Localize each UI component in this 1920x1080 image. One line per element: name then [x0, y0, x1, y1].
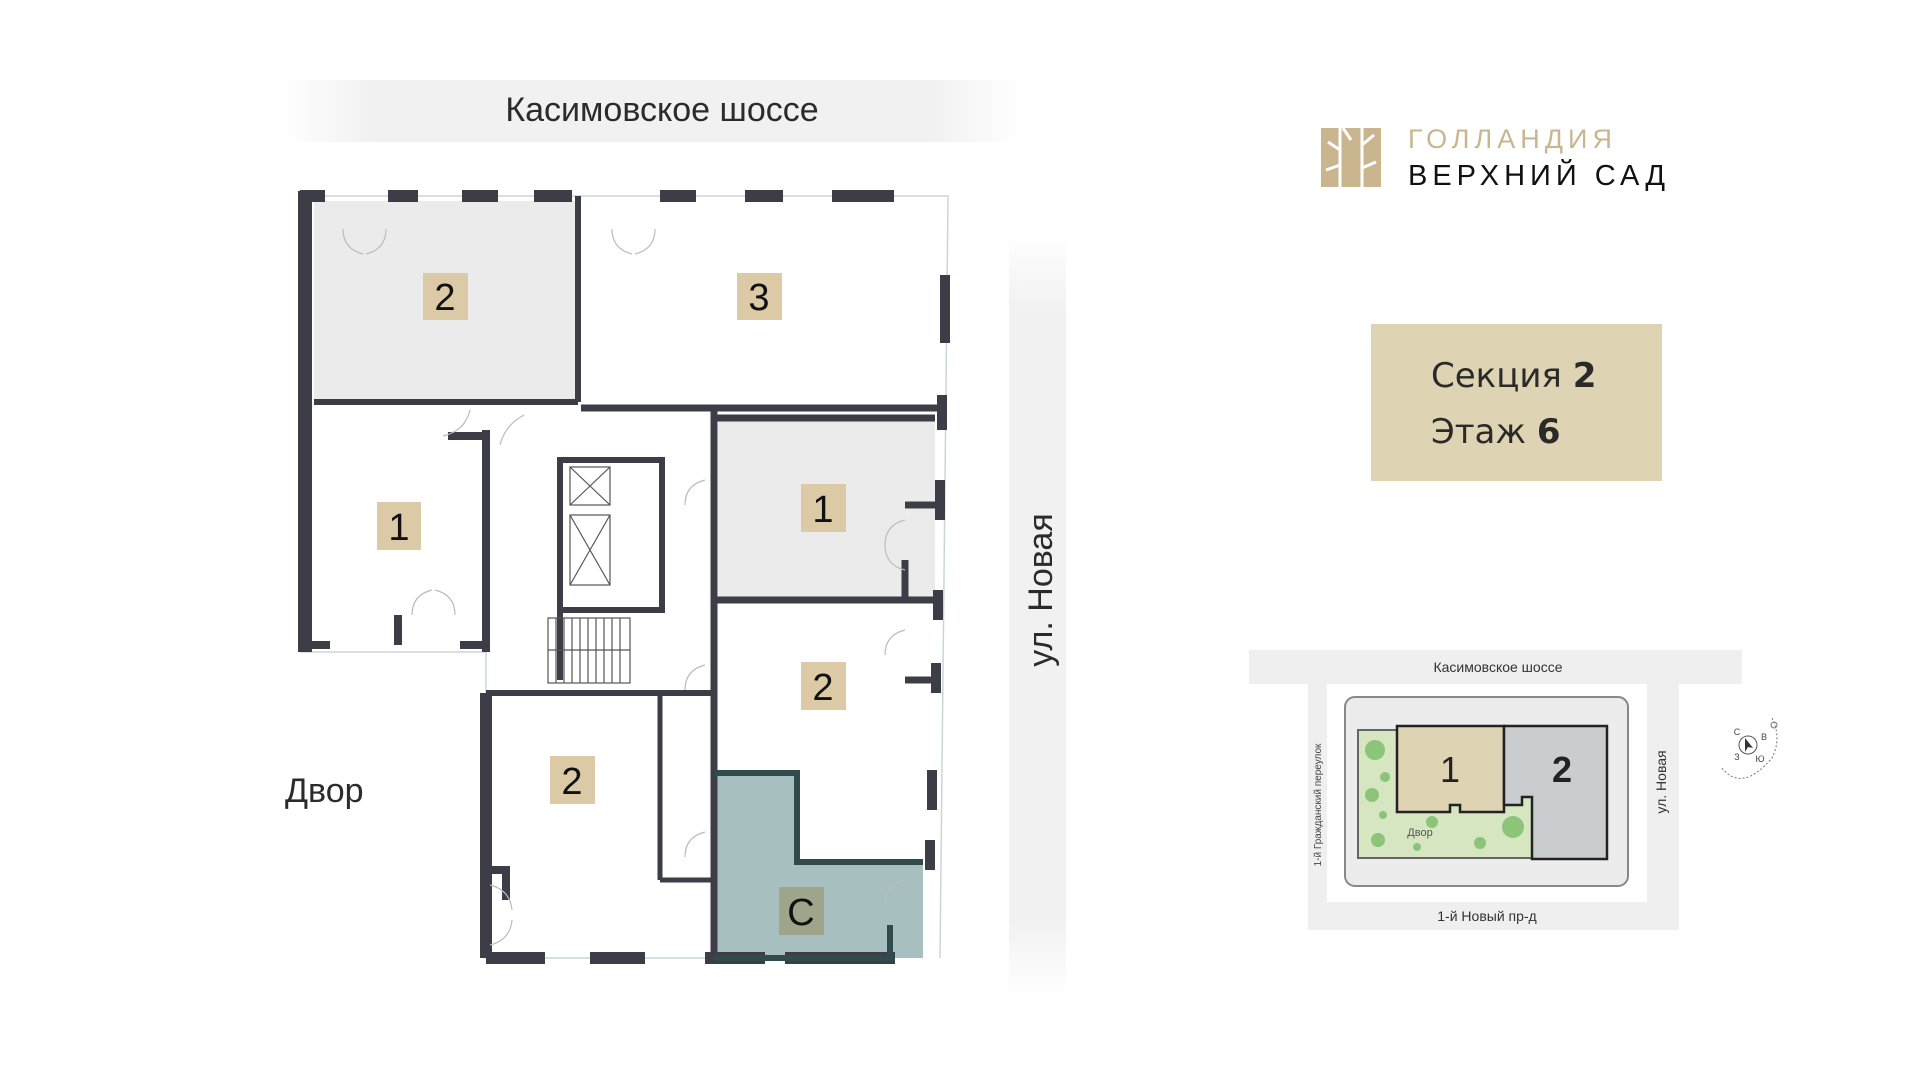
svg-text:1-й Новый пр-д: 1-й Новый пр-д	[1437, 908, 1536, 924]
stairs-icon	[547, 617, 631, 684]
room-label-1-right[interactable]: 1	[801, 484, 846, 532]
svg-text:2: 2	[1552, 749, 1572, 790]
minimap-section-2	[1502, 724, 1609, 861]
svg-text:1: 1	[812, 489, 833, 531]
room-label-2-bottom[interactable]: 2	[550, 756, 595, 804]
logo-line1: ГОЛЛАНДИЯ	[1408, 124, 1617, 154]
svg-text:С: С	[1734, 727, 1741, 737]
room-label-1-left[interactable]: 1	[377, 502, 421, 550]
svg-text:Ю: Ю	[1755, 754, 1764, 764]
road-top-band	[283, 80, 1021, 142]
svg-text:Двор: Двор	[1407, 827, 1432, 839]
logo-line2: ВЕРХНИЙ САД	[1408, 160, 1671, 192]
svg-text:2: 2	[434, 277, 455, 319]
road-top-label: Касимовское шоссе	[505, 91, 818, 129]
road-right-band	[1009, 234, 1066, 997]
room-label-3[interactable]: 3	[737, 273, 782, 320]
room-label-2-top[interactable]: 2	[423, 273, 468, 320]
minimap: 1 2 Двор Касимовское шоссе 1-й Новый пр-…	[1249, 650, 1778, 930]
svg-text:ул. Новая: ул. Новая	[1653, 750, 1669, 813]
svg-text:1: 1	[1440, 749, 1460, 790]
tree-icons	[1365, 740, 1524, 851]
room-label-2-right[interactable]: 2	[801, 662, 846, 710]
logo-tree-icon	[1321, 127, 1381, 187]
svg-text:В: В	[1761, 732, 1767, 742]
svg-text:З: З	[1734, 752, 1739, 762]
svg-text:1-й Гражданский переулок: 1-й Гражданский переулок	[1313, 743, 1324, 866]
floor-info: Этаж 6	[1431, 412, 1561, 452]
section-info: Секция 2	[1431, 356, 1597, 396]
svg-text:Касимовское шоссе: Касимовское шоссе	[1433, 659, 1562, 675]
compass-icon: С В Ю З	[1721, 717, 1778, 779]
section-floor-badge: Секция 2 Этаж 6	[1371, 324, 1662, 481]
door-icons	[342, 228, 906, 946]
yard-label: Двор	[285, 772, 364, 810]
room-label-commercial[interactable]: С	[779, 887, 824, 935]
commercial-room-fill[interactable]	[714, 773, 923, 958]
svg-text:3: 3	[748, 277, 769, 319]
elevators-stairs	[547, 466, 631, 684]
walls	[298, 190, 950, 964]
svg-text:С: С	[787, 892, 814, 934]
svg-text:2: 2	[561, 761, 582, 803]
road-right-label: ул. Новая	[1022, 513, 1060, 666]
svg-text:2: 2	[812, 667, 833, 709]
svg-text:1: 1	[388, 507, 409, 549]
